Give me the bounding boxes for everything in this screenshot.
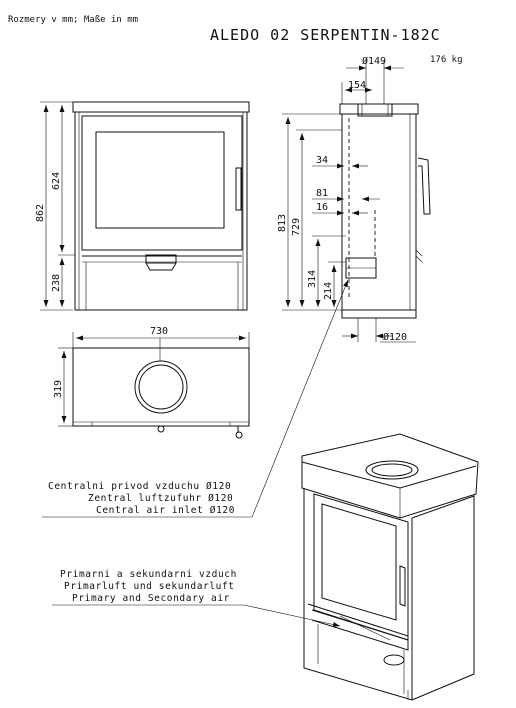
side-top-plate <box>339 103 419 115</box>
callout-air-inlet-line-2: Zentral luftzufuhr Ø120 <box>88 493 233 504</box>
dim-width: 730 <box>150 326 168 337</box>
dim-rear-offset-1: 34 <box>316 155 328 166</box>
front-door <box>81 115 243 251</box>
dim-rear-offset-3: 16 <box>316 202 328 213</box>
dim-top-outlet-diameter: Ø149 <box>362 55 386 67</box>
plan-flue-outer <box>134 360 188 414</box>
iso-flue-inner <box>371 463 413 477</box>
primary-air-callout: Primarni a sekundarni vzduch Primarluft … <box>52 569 341 627</box>
dim-depth: 319 <box>53 380 64 398</box>
callout-primary-air-line-3: Primary and Secondary air <box>72 593 230 604</box>
iso-ash-pan <box>383 654 405 666</box>
side-view <box>339 103 431 319</box>
plan-outline <box>72 347 250 427</box>
side-door-handle <box>417 157 431 215</box>
dim-height-upper: 624 <box>51 172 62 190</box>
callout-primary-air-line-1: Primarni a sekundarni vzduch <box>60 569 237 580</box>
dim-height-inlet-center: 214 <box>323 282 334 300</box>
iso-handle <box>399 565 406 607</box>
dim-height-lower: 238 <box>51 274 62 292</box>
air-inlet-callout: Centralni privod vzduchu Ø120 Zentral lu… <box>42 279 349 518</box>
callout-primary-air-leader <box>52 604 341 627</box>
callout-primary-air-line-2: Primarluft und sekundarluft <box>64 581 235 592</box>
plan-handle <box>235 426 243 439</box>
iso-side-face <box>411 495 475 701</box>
front-top-plate <box>72 101 250 113</box>
callout-air-inlet-leader <box>42 279 349 518</box>
plan-dimensions: 730 319 <box>53 326 250 427</box>
dim-height-inlet-top: 314 <box>307 270 318 288</box>
dim-height-outlet-center: 729 <box>291 218 302 236</box>
weight-label: 176 kg <box>430 55 463 65</box>
front-vertical-dimensions: 862 624 238 <box>35 101 75 311</box>
plan-flue-inner <box>138 364 184 410</box>
drawing-title: ALEDO 02 SERPENTIN-182C <box>210 26 441 44</box>
dim-height-total: 862 <box>35 204 46 222</box>
side-flue-collar <box>357 103 393 117</box>
callout-air-inlet-line-3: Central air inlet Ø120 <box>96 505 235 516</box>
front-body <box>74 111 248 311</box>
dim-rear-offset-2: 81 <box>316 188 328 199</box>
door-handle <box>235 167 242 211</box>
units-note: Rozmery v mm; Maße in mm <box>8 15 138 25</box>
iso-front-face <box>303 488 413 701</box>
side-body <box>341 113 417 311</box>
dim-top-outlet-offset: 154 <box>348 80 366 91</box>
plan-view <box>72 347 250 439</box>
iso-glass <box>321 503 397 621</box>
iso-flue-outer <box>365 460 419 480</box>
dim-height-side-total: 813 <box>277 214 288 232</box>
front-view <box>72 101 250 311</box>
side-dimensions: Ø149 154 34 81 16 813 729 314 214 Ø120 <box>277 55 416 343</box>
callout-air-inlet-line-1: Centralni privod vzduchu Ø120 <box>48 481 231 492</box>
iso-top <box>301 433 479 519</box>
dim-air-inlet-diameter: Ø120 <box>383 331 407 343</box>
isometric-view <box>301 433 479 701</box>
front-glass <box>95 131 225 229</box>
side-base <box>341 309 417 319</box>
